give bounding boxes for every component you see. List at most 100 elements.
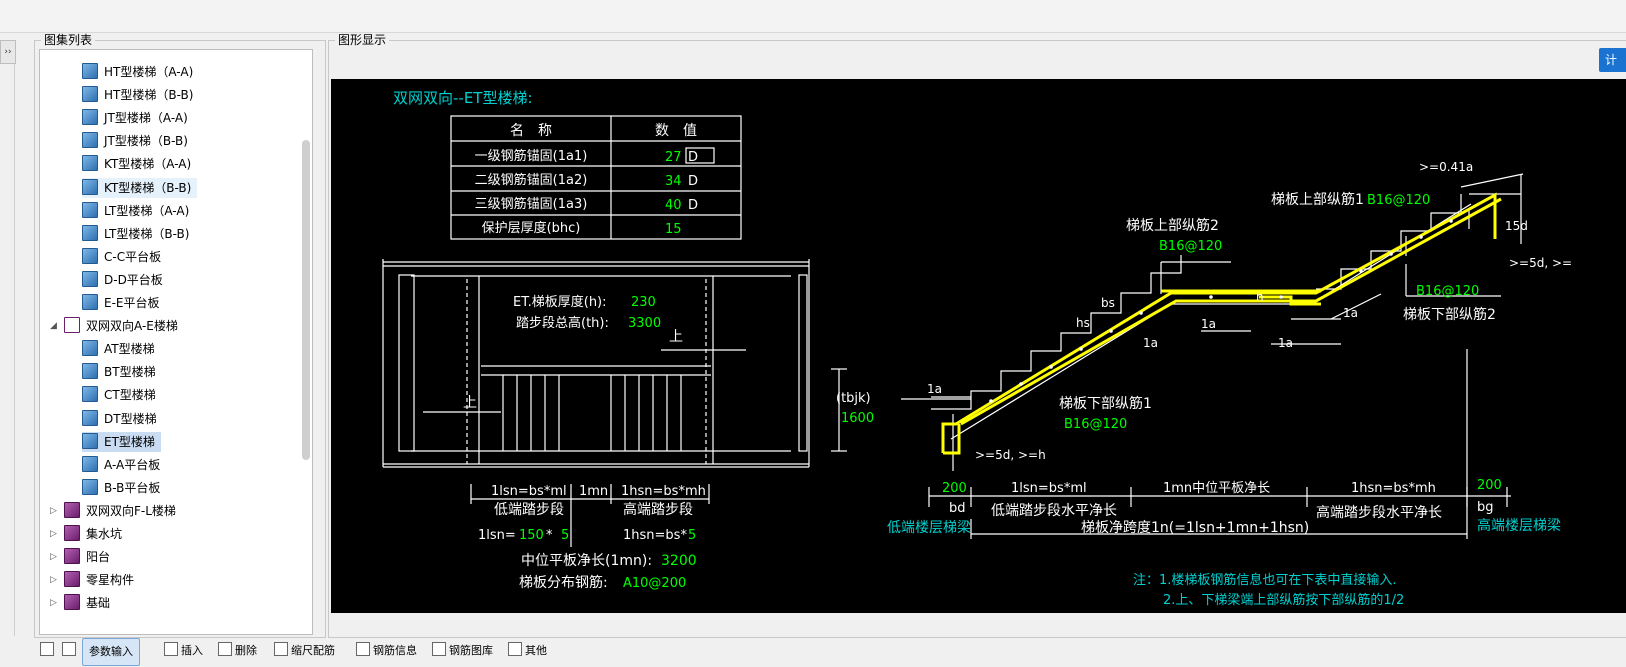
- scale-rebar-button[interactable]: 缩尺配筋: [274, 638, 335, 664]
- table-row-value[interactable]: 40: [665, 198, 682, 213]
- top-bar2-value[interactable]: B16@120: [1159, 239, 1222, 254]
- d15-label: 15d: [1505, 219, 1528, 233]
- tree-folder-item[interactable]: ◢双网双向A-E楼梯: [50, 316, 184, 336]
- table-header-name: 名 称: [510, 123, 552, 139]
- tree-item[interactable]: DT型楼梯: [82, 409, 163, 429]
- doc-icon: [82, 155, 98, 172]
- tree-item-label: HT型楼梯（B-B): [104, 88, 194, 103]
- doc-icon: [82, 178, 98, 195]
- gallery-list-title: 图集列表: [41, 33, 96, 47]
- expanded-arrow-icon[interactable]: ◢: [50, 321, 57, 332]
- llsn-bs-value[interactable]: 150: [519, 528, 544, 543]
- bot-bar2-value[interactable]: B16@120: [1416, 284, 1479, 299]
- tree-item[interactable]: LT型楼梯（B-B): [82, 224, 195, 244]
- section-dim-mid: 1mn中位平板净长: [1163, 481, 1270, 496]
- table-row-value[interactable]: 27: [665, 150, 682, 165]
- anchor-right-label: >=5d, >=: [1509, 256, 1572, 270]
- graphic-display-panel: 图形显示 计: [328, 33, 1626, 638]
- tree-item-label: 零星构件: [86, 573, 135, 588]
- bot-bar1-value[interactable]: B16@120: [1064, 417, 1127, 432]
- tree-item[interactable]: BT型楼梯: [82, 362, 162, 382]
- mid-platform-value[interactable]: 3200: [661, 553, 697, 569]
- doc-icon: [82, 247, 98, 264]
- book-icon: [64, 571, 80, 588]
- rebar-library-button[interactable]: 钢筋图库: [432, 638, 493, 664]
- tree-item[interactable]: ET型楼梯: [82, 431, 161, 452]
- la1-input-box[interactable]: [685, 147, 715, 164]
- tree-item[interactable]: JT型楼梯（A-A): [82, 108, 194, 128]
- tree-item-label: A-A平台板: [104, 457, 161, 472]
- tree-item[interactable]: C-C平台板: [82, 247, 167, 267]
- tree-item[interactable]: HT型楼梯（A-A): [82, 62, 199, 82]
- hs-label: hs: [1076, 316, 1090, 330]
- tree-item[interactable]: JT型楼梯（B-B): [82, 131, 194, 151]
- tree-folder-item[interactable]: ▷基础: [50, 593, 116, 613]
- tree-folder-item[interactable]: ▷集水坑: [50, 524, 128, 544]
- insert-button[interactable]: 插入: [164, 638, 203, 664]
- table-row-name: 三级钢筋锚固(1a3): [475, 196, 588, 212]
- high-horizontal-label: 高端踏步段水平净长: [1316, 504, 1442, 521]
- collapsed-arrow-icon[interactable]: ▷: [50, 575, 57, 586]
- tree-item-label: E-E平台板: [104, 296, 160, 310]
- tree-item[interactable]: CT型楼梯: [82, 385, 162, 405]
- bg-value[interactable]: 200: [1477, 478, 1502, 493]
- la-label: 1a: [927, 382, 942, 396]
- anchor-left-label: >=5d, >=h: [975, 448, 1046, 462]
- span-label: 梯板净跨度1n(=1lsn+1mn+1hsn): [1081, 520, 1309, 536]
- tree-item-label: HT型楼梯（A-A): [104, 65, 194, 79]
- tbjk-value[interactable]: 1600: [841, 411, 874, 426]
- table-row-value[interactable]: 15: [665, 222, 682, 237]
- tree-item[interactable]: KT型楼梯（B-B): [82, 177, 198, 198]
- gallery-tree[interactable]: HT型楼梯（A-A) HT型楼梯（B-B) JT型楼梯（A-A) JT型楼梯（B-B)…: [39, 49, 313, 635]
- llsn-m-value[interactable]: 5: [561, 528, 569, 543]
- tree-item[interactable]: B-B平台板: [82, 478, 166, 498]
- plan-up-label-left: 上: [463, 395, 477, 411]
- table-header-value: 数 值: [655, 123, 697, 139]
- rebar-info-button[interactable]: 钢筋信息: [356, 638, 417, 664]
- doc-icon: [82, 409, 98, 426]
- drawing-canvas[interactable]: 双网双向--ET型楼梯: 名 称 数 值 一级钢筋锚固(1a1) 27 D 二级…: [331, 79, 1626, 613]
- tree-item[interactable]: E-E平台板: [82, 293, 166, 313]
- bg-label: bg: [1477, 500, 1494, 515]
- h-label: h: [1256, 290, 1264, 304]
- note-line-1: 注：1.楼梯板钢筋信息也可在下表中直接输入.: [1133, 572, 1397, 588]
- tree-item[interactable]: KT型楼梯（A-A): [82, 154, 197, 174]
- tree-item-label: JT型楼梯（A-A): [104, 111, 188, 126]
- nav-icon[interactable]: [40, 638, 57, 664]
- other-button[interactable]: 其他: [508, 638, 547, 664]
- anchor-top-label: >=0.41a: [1419, 160, 1473, 174]
- doc-icon: [82, 132, 98, 149]
- la-label: 1a: [1201, 317, 1216, 331]
- tree-item-label: B-B平台板: [104, 480, 161, 495]
- panel-expand-button[interactable]: ››: [0, 40, 16, 64]
- lhsn-m-value[interactable]: 5: [688, 528, 696, 543]
- collapsed-arrow-icon[interactable]: ▷: [50, 598, 57, 609]
- dist-rebar-value[interactable]: A10@200: [623, 576, 686, 591]
- delete-button[interactable]: 删除: [218, 638, 257, 664]
- top-bar1-value[interactable]: B16@120: [1367, 193, 1430, 208]
- tree-scrollbar[interactable]: [302, 140, 310, 460]
- tree-folder-item[interactable]: ▷阳台: [50, 547, 116, 567]
- tree-item[interactable]: AT型楼梯: [82, 339, 161, 359]
- tree-item[interactable]: D-D平台板: [82, 270, 169, 290]
- tree-item-label: LT型楼梯（A-A): [104, 203, 190, 218]
- tree-item[interactable]: A-A平台板: [82, 455, 166, 475]
- table-row-name: 一级钢筋锚固(1a1): [475, 148, 588, 164]
- grid-icon[interactable]: [62, 638, 79, 664]
- calculate-button[interactable]: 计: [1599, 48, 1626, 72]
- plan-thickness-value[interactable]: 230: [631, 295, 656, 310]
- plan-height-value[interactable]: 3300: [628, 316, 661, 331]
- tree-folder-item[interactable]: ▷ 零星构件: [50, 570, 140, 590]
- bd-value[interactable]: 200: [942, 481, 967, 496]
- tree-folder-item[interactable]: ▷双网双向F-L楼梯: [50, 501, 182, 521]
- top-bar1-label: 梯板上部纵筋1: [1271, 191, 1364, 208]
- tree-item-label: LT型楼梯（B-B): [104, 226, 190, 241]
- tree-item[interactable]: LT型楼梯（A-A): [82, 201, 195, 221]
- table-row-value[interactable]: 34: [665, 174, 682, 189]
- tree-item[interactable]: HT型楼梯（B-B): [82, 85, 199, 105]
- collapsed-arrow-icon[interactable]: ▷: [50, 552, 57, 563]
- collapsed-arrow-icon[interactable]: ▷: [50, 505, 57, 516]
- plan-height-label: 踏步段总高(th):: [516, 315, 609, 331]
- param-input-button[interactable]: 参数输入: [82, 638, 140, 666]
- collapsed-arrow-icon[interactable]: ▷: [50, 529, 57, 539]
